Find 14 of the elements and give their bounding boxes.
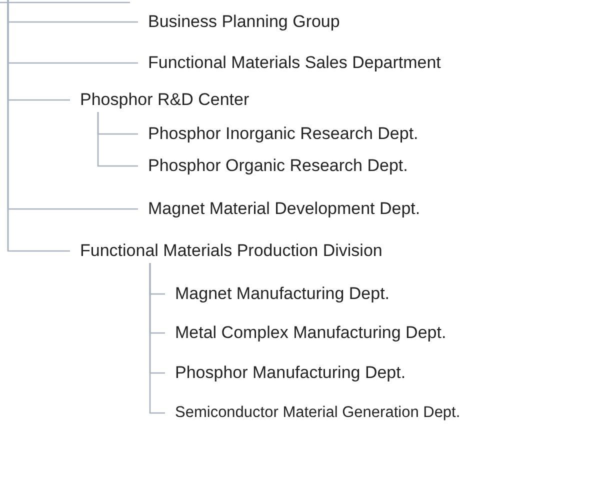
department-label: Phosphor Organic Research Dept. (148, 155, 408, 178)
department-label: Phosphor R&D Center (80, 89, 250, 112)
department-label: Magnet Manufacturing Dept. (175, 283, 390, 306)
department-label: Metal Complex Manufacturing Dept. (175, 322, 446, 344)
department-label: Business Planning Group (148, 11, 340, 34)
connector-line (149, 263, 165, 414)
department-label: Functional Materials Production Division (80, 240, 382, 262)
department-label: Phosphor Inorganic Research Dept. (148, 123, 418, 146)
connector-line (97, 112, 138, 167)
department-label: Semiconductor Material Generation Dept. (175, 403, 460, 424)
department-label: Functional Materials Sales Department (148, 52, 441, 74)
connector-line (7, 0, 70, 252)
department-label: Magnet Material Development Dept. (148, 198, 420, 220)
department-label: Phosphor Manufacturing Dept. (175, 362, 406, 384)
